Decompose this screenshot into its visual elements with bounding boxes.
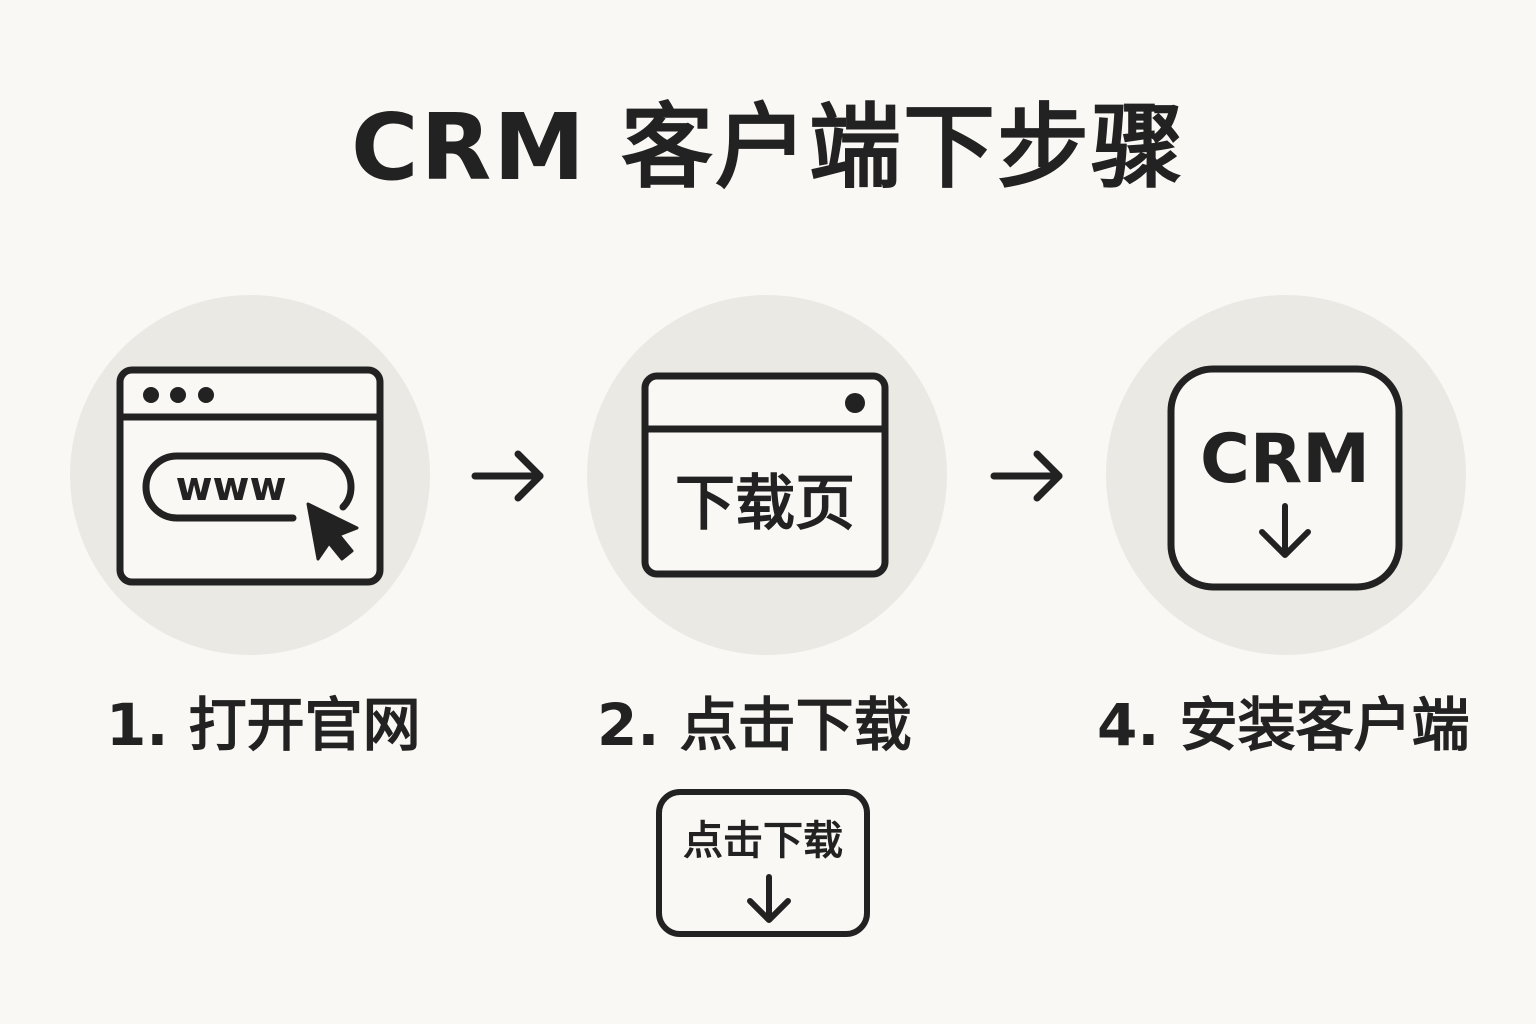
window-dot-icon [845,393,865,413]
download-button-label: 点击下载 [683,818,843,864]
browser-window-url-cursor-icon: www [116,366,384,586]
arrow-right-icon [471,450,544,502]
cursor-icon [306,502,359,561]
window-dot-icon [143,387,159,403]
window-dot-icon [170,387,186,403]
step-3-label: 4. 安装客户端 [1097,691,1470,759]
crm-text: CRM [1200,420,1370,499]
step-2-label: 2. 点击下载 [597,691,912,759]
arrow-down-icon [747,874,791,923]
arrow-right-icon [990,450,1063,502]
download-page-window-icon: 下载页 [641,372,889,578]
crm-app-download-icon: CRM [1167,365,1403,591]
page-title: CRM 客户端下步骤 [351,94,1185,201]
download-page-text: 下载页 [675,469,855,539]
download-button[interactable]: 点击下载 [656,789,870,937]
step-1-label: 1. 打开官网 [106,691,421,759]
arrow-down-icon [1259,503,1311,558]
url-text: www [176,464,287,510]
window-dot-icon [198,387,214,403]
